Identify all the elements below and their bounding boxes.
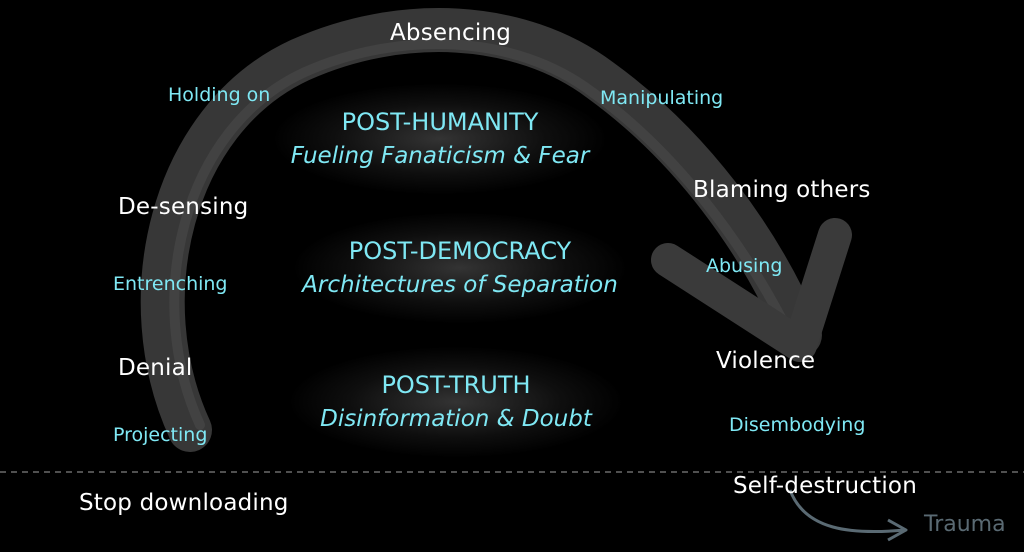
stage-violence: Violence — [716, 348, 816, 374]
post-humanity-subtitle: Fueling Fanaticism & Fear — [290, 143, 590, 169]
stage-self-destruction: Self-destruction — [733, 473, 917, 499]
post-democracy-glow — [295, 213, 625, 323]
post-democracy-subtitle: Architectures of Separation — [302, 272, 618, 298]
post-humanity-block: POST-HUMANITY Fueling Fanaticism & Fear — [275, 84, 605, 194]
stage-trauma: Trauma — [924, 512, 1006, 537]
trauma-arrow — [788, 489, 906, 534]
stage-denial: Denial — [118, 355, 193, 381]
post-democracy-block: POST-DEMOCRACY Architectures of Separati… — [295, 213, 625, 323]
brush-arc — [140, 8, 822, 452]
post-truth-subtitle: Disinformation & Doubt — [320, 406, 592, 432]
post-truth-block: POST-TRUTH Disinformation & Doubt — [291, 347, 621, 457]
brush-arc-texture — [169, 38, 795, 430]
post-truth-glow — [291, 347, 621, 457]
post-humanity-title: POST-HUMANITY — [341, 108, 539, 136]
mechanism-holding-on: Holding on — [168, 84, 271, 106]
stage-de-sensing: De-sensing — [118, 194, 249, 220]
trauma-arrowhead — [887, 518, 908, 542]
post-humanity-glow — [275, 84, 605, 194]
stage-absencing: Absencing — [390, 20, 512, 46]
stage-blaming-others: Blaming others — [693, 177, 871, 203]
brush-arrowhead — [651, 218, 852, 362]
mechanism-disembodying: Disembodying — [729, 414, 866, 436]
post-democracy-title: POST-DEMOCRACY — [348, 237, 572, 265]
post-truth-title: POST-TRUTH — [381, 371, 531, 399]
mechanism-manipulating: Manipulating — [600, 87, 724, 109]
mechanism-abusing: Abusing — [706, 255, 783, 277]
mechanism-entrenching: Entrenching — [113, 273, 228, 295]
stage-stop-downloading: Stop downloading — [79, 490, 289, 516]
mechanism-projecting: Projecting — [113, 424, 208, 446]
